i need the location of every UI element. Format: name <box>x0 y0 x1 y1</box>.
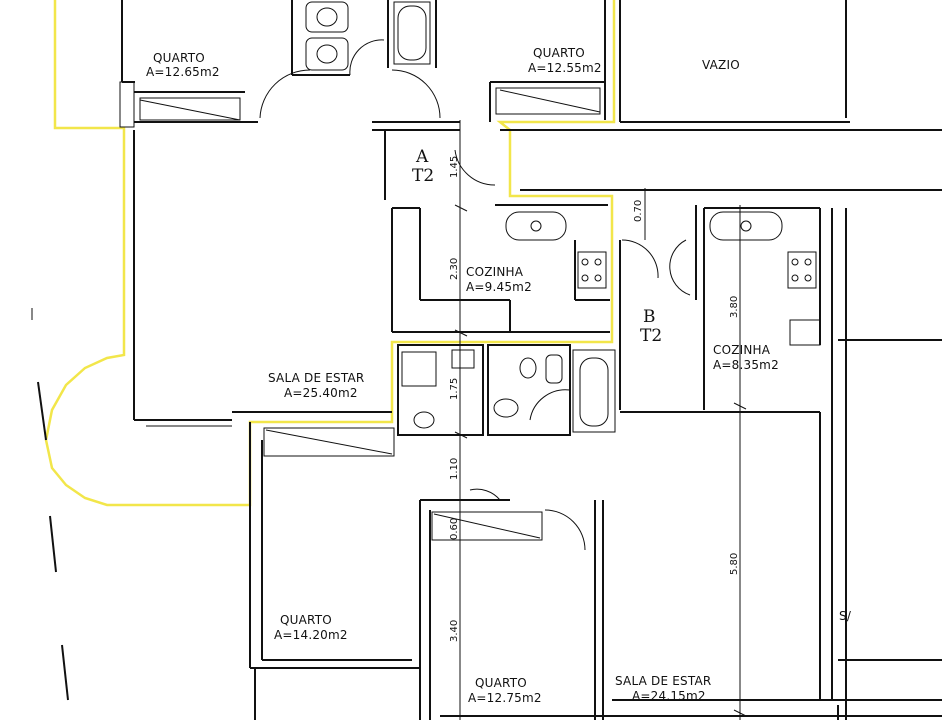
room-name-quarto-3: QUARTO <box>280 613 332 627</box>
fixtures <box>305 1 817 429</box>
dim-label-8: 3.40 <box>449 620 460 642</box>
room-area-quarto-3: A=14.20m2 <box>274 628 348 642</box>
left-edge-marks <box>31 308 69 701</box>
dim-label-3: 0.70 <box>633 200 644 222</box>
door-swings <box>259 39 691 551</box>
room-name-quarto-2: QUARTO <box>533 46 585 60</box>
dim-label-9: 5.80 <box>729 553 740 575</box>
unit-a-code: A <box>415 147 429 167</box>
unit-a-type: T2 <box>412 166 434 186</box>
dim-label-2: 2.30 <box>449 258 460 280</box>
room-area-cozinha-a: A=9.45m2 <box>466 280 532 294</box>
dim-label-4: 3.80 <box>729 296 740 318</box>
room-name-cozinha-a: COZINHA <box>466 265 524 279</box>
dim-label-6: 1.10 <box>449 458 460 480</box>
room-name-sala-b: SALA DE ESTAR <box>615 674 711 688</box>
room-area-cozinha-b: A=8.35m2 <box>713 358 779 372</box>
room-name-quarto-1: QUARTO <box>153 51 205 65</box>
room-name-sala-a: SALA DE ESTAR <box>268 371 364 385</box>
unit-a-highlight-outline <box>44 0 616 507</box>
room-name-partial: S/ <box>839 609 852 623</box>
room-area-quarto-4: A=12.75m2 <box>468 691 542 705</box>
room-area-sala-a: A=25.40m2 <box>284 386 358 400</box>
dimension-lines <box>454 120 747 720</box>
room-area-sala-b: A=24.15m2 <box>632 689 706 703</box>
walls <box>119 0 942 720</box>
dim-label-5: 1.75 <box>449 378 460 400</box>
dim-label-1: 1.45 <box>449 156 460 178</box>
room-name-quarto-4: QUARTO <box>475 676 527 690</box>
room-name-vazio: VAZIO <box>702 58 740 72</box>
dim-label-7: 0.60 <box>449 518 460 540</box>
room-name-cozinha-b: COZINHA <box>713 343 771 357</box>
room-area-quarto-1: A=12.65m2 <box>146 65 220 79</box>
unit-b-type: T2 <box>640 326 662 346</box>
room-area-quarto-2: A=12.55m2 <box>528 61 602 75</box>
unit-b-code: B <box>643 307 656 327</box>
